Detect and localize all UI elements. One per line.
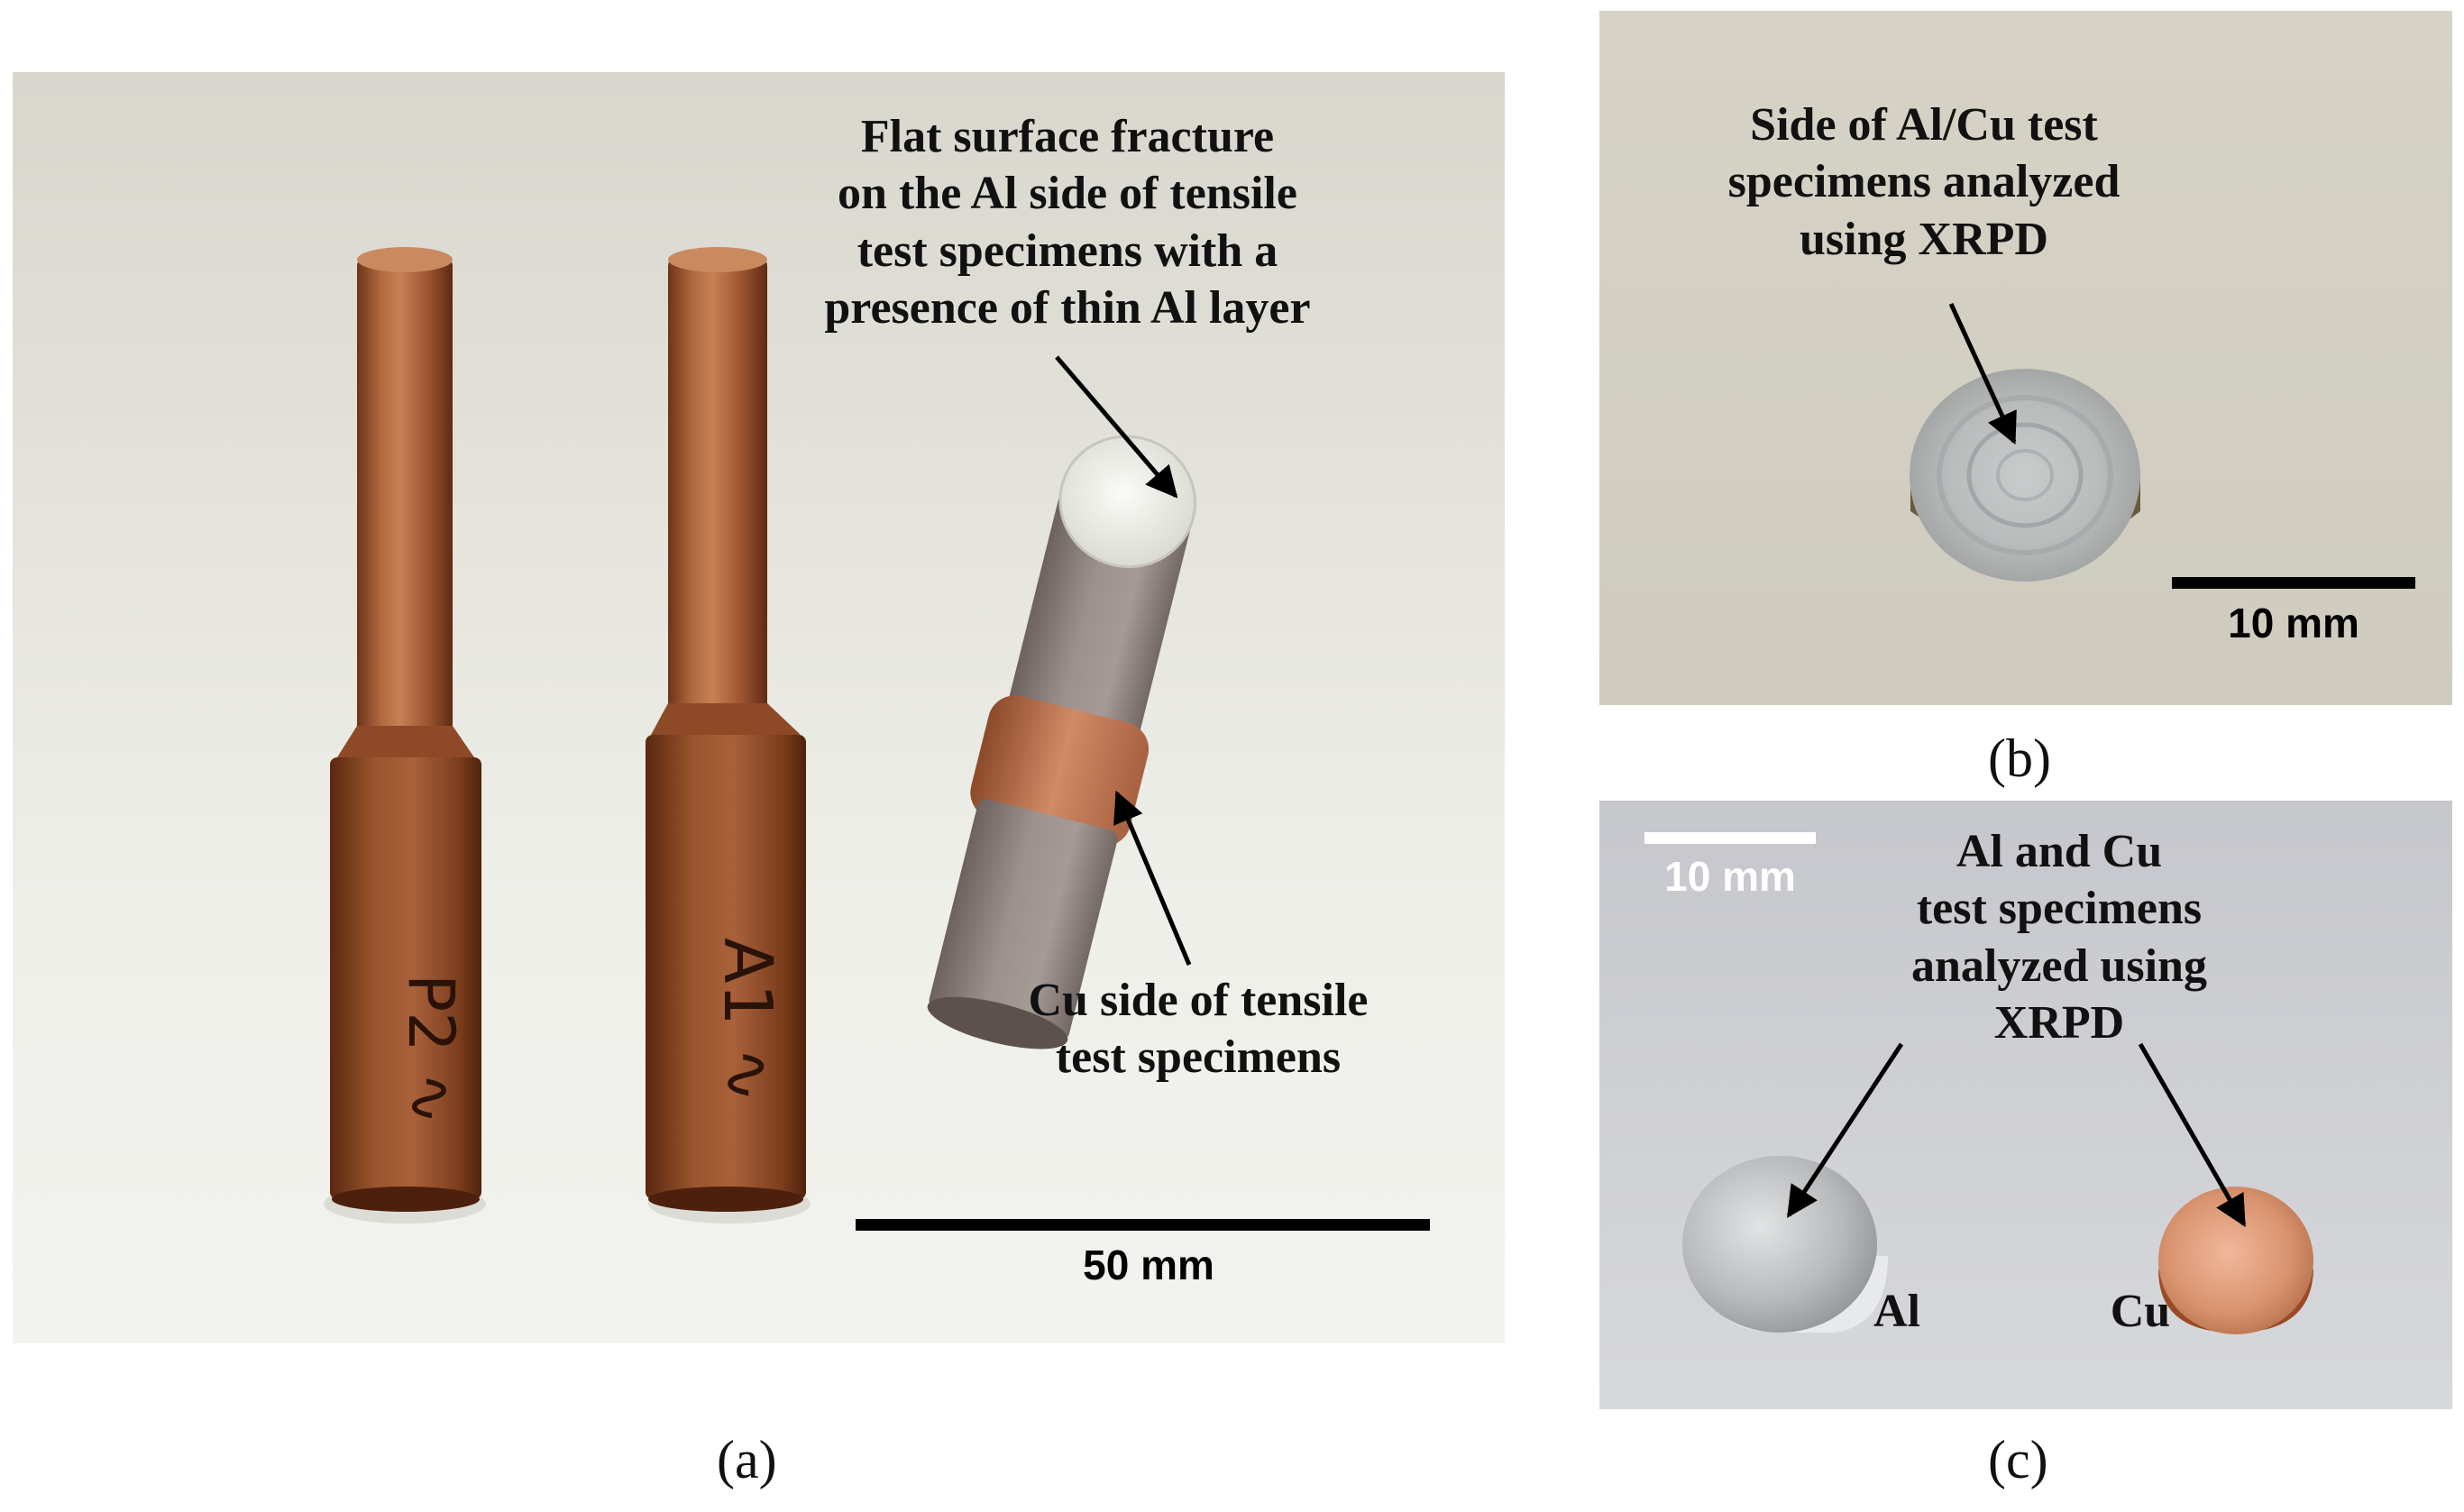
arrow-to-disc xyxy=(1948,302,2017,445)
photo-panel-b: Side of Al/Cu test specimens analyzed us… xyxy=(1599,11,2452,705)
caption-c: (c) xyxy=(1988,1430,2048,1489)
annotation-fracture-surface: Flat surface fracture on the Al side of … xyxy=(824,111,1311,334)
al-and-cu-discs-photo xyxy=(1644,832,2313,1334)
scale-bar-50mm xyxy=(856,1219,1430,1231)
arrow-to-cu-side xyxy=(1113,790,1192,966)
copper-specimen-2: A1 ∿ xyxy=(646,247,811,1223)
arrows-panel-a xyxy=(856,355,1430,1231)
copper-specimen-1: P2 ∿ xyxy=(324,247,486,1223)
annotation-al-cu-specimens: Al and Cu test specimens analyzed using … xyxy=(1911,826,2207,1049)
tensile-specimens-photo: P2 ∿ A1 ∿ xyxy=(324,247,1197,1223)
caption-b: (b) xyxy=(1988,729,2051,788)
al-disc xyxy=(1682,1156,1888,1333)
scale-label-50mm: 50 mm xyxy=(1083,1242,1214,1288)
scale-label-10mm-b: 10 mm xyxy=(2228,600,2359,646)
arrow-to-fracture-surface xyxy=(1055,355,1178,499)
caption-a: (a) xyxy=(717,1430,777,1489)
annotation-xrpd-side: Side of Al/Cu test specimens analyzed us… xyxy=(1727,99,2121,265)
photo-panel-a: P2 ∿ A1 ∿ Flat surface fracture on the A… xyxy=(13,72,1505,1343)
label-cu: Cu xyxy=(2110,1286,2171,1337)
scale-bar-10mm-b xyxy=(2172,577,2415,589)
svg-text:A1 ∿: A1 ∿ xyxy=(709,938,786,1103)
arrow-to-al-disc xyxy=(1786,1042,1904,1218)
arrow-to-cu-disc xyxy=(2138,1042,2247,1228)
label-al: Al xyxy=(1873,1286,1920,1337)
scale-label-10mm-c: 10 mm xyxy=(1664,853,1796,900)
photo-panel-c: 10 mm Al and Cu test specimens analyzed … xyxy=(1599,801,2452,1409)
fractured-al-cu-specimen xyxy=(927,435,1197,1049)
cu-disc xyxy=(2158,1187,2313,1334)
annotation-cu-side: Cu side of tensile test specimens xyxy=(1028,975,1369,1084)
al-cu-disc xyxy=(1910,369,2140,582)
svg-text:P2 ∿: P2 ∿ xyxy=(394,974,468,1125)
scale-bar-10mm-c xyxy=(1644,832,1816,844)
al-cu-disc-photo xyxy=(1910,302,2415,589)
